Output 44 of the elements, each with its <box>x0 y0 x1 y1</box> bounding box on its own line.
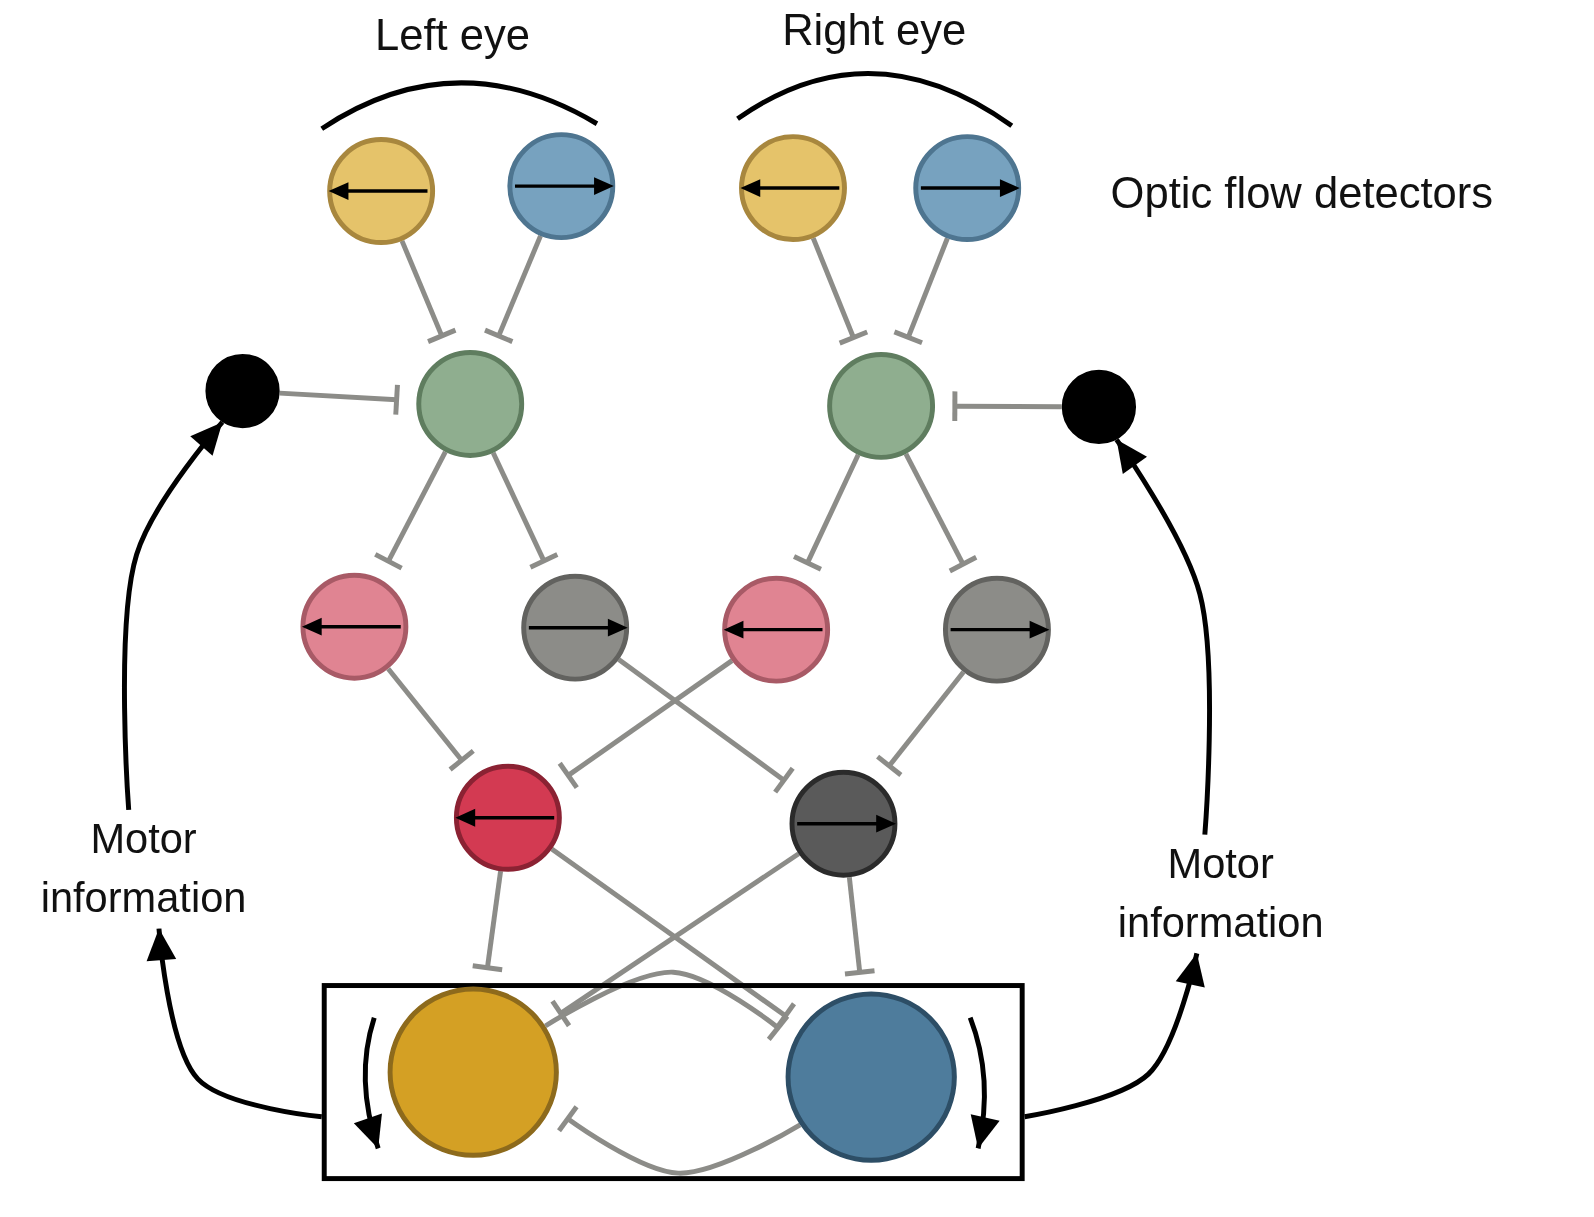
inhibitory-connection <box>490 451 560 570</box>
label-text: Right eye <box>782 7 967 52</box>
detector-circle <box>738 133 848 243</box>
inhibitory-connection <box>372 450 448 571</box>
detector-circle <box>912 133 1022 243</box>
neuron-circle <box>789 769 898 879</box>
neuron-circle <box>520 573 630 683</box>
inhibitory-connection <box>482 234 543 345</box>
node-text: Motor information <box>1116 839 1325 948</box>
inhibitory-connection <box>557 658 734 791</box>
label-text: Optic flow detectors <box>1110 171 1494 215</box>
inhibitory-connection <box>842 877 877 977</box>
neuron-circle <box>453 763 563 873</box>
dot-node <box>1061 369 1137 445</box>
large-neuron-circle <box>387 986 560 1159</box>
inhibitory-connection <box>875 670 966 778</box>
inhibitory-connection <box>791 453 861 572</box>
inhibitory-connection <box>279 382 400 418</box>
neuron-circle <box>415 349 525 459</box>
node-text: Motor information <box>39 814 248 923</box>
large-neuron-circle <box>785 991 958 1164</box>
inhibitory-connection <box>386 667 476 772</box>
inhibitory-connection <box>952 388 1062 424</box>
neuron-circle <box>826 351 936 461</box>
neuron-circle <box>942 575 1052 685</box>
inhibitory-connection <box>891 237 950 346</box>
circuit-box <box>321 983 1025 1182</box>
arrow <box>1114 438 1212 835</box>
label-text: Left eye <box>374 12 530 57</box>
inhibitory-connection <box>903 452 979 574</box>
arrow <box>146 928 322 1120</box>
inhibitory-connection <box>470 870 505 973</box>
detector-circle <box>506 131 616 241</box>
inhibitory-connection <box>617 657 796 795</box>
inhibitory-connection <box>810 237 870 346</box>
inhibitory-connection <box>544 969 790 1042</box>
dot-node <box>204 353 281 429</box>
arrow <box>1024 952 1205 1120</box>
inhibitory-connection <box>399 239 458 345</box>
arrow <box>122 420 225 810</box>
inhibitory-connection <box>556 1104 802 1176</box>
neuron-circle <box>299 572 409 682</box>
detector-circle <box>326 136 436 246</box>
neuron-circle <box>721 575 831 685</box>
